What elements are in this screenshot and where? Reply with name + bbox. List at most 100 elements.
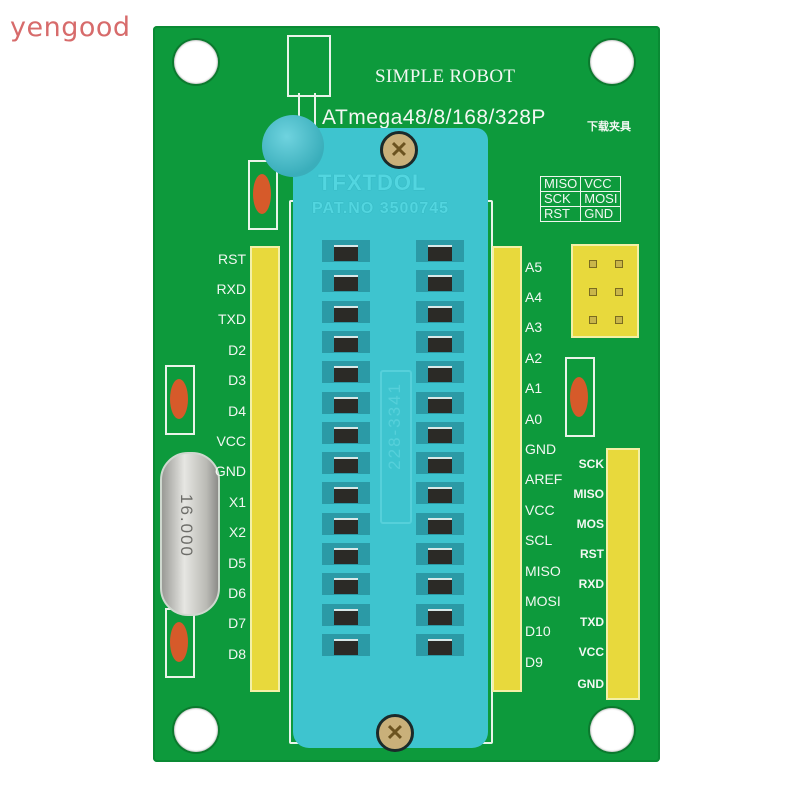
crystal-oscillator: 16.000 bbox=[160, 452, 220, 616]
pin-label: A3 bbox=[525, 319, 543, 335]
serial-pin-header[interactable] bbox=[606, 448, 640, 700]
board-subtitle: ATmega48/8/168/328P bbox=[322, 106, 546, 129]
pin-label: A1 bbox=[525, 380, 543, 396]
socket-contact bbox=[416, 421, 464, 444]
contact-spring bbox=[334, 487, 358, 504]
header-pin bbox=[615, 260, 623, 268]
contact-spring bbox=[334, 305, 358, 322]
socket-contact bbox=[416, 482, 464, 505]
pin-label: MISO bbox=[525, 563, 561, 579]
pin-label: D9 bbox=[525, 654, 543, 670]
contact-spring bbox=[334, 548, 358, 564]
contact-spring bbox=[428, 426, 452, 443]
zif-lever-knob[interactable] bbox=[262, 115, 324, 177]
socket-contact bbox=[322, 300, 370, 323]
silkscreen-line bbox=[314, 93, 316, 133]
socket-contact bbox=[322, 543, 370, 565]
contact-spring bbox=[428, 487, 452, 504]
socket-contact bbox=[416, 300, 464, 323]
socket-contact bbox=[322, 573, 370, 596]
socket-brand: TFXTDOL bbox=[318, 170, 427, 195]
contact-spring bbox=[428, 366, 452, 383]
contact-spring bbox=[428, 457, 452, 474]
pin-label: RST bbox=[580, 547, 604, 561]
pin-label: GND bbox=[577, 677, 604, 691]
pin-label: RXD bbox=[216, 281, 246, 297]
pin-label: MOSI bbox=[525, 593, 561, 609]
mounting-hole-top-right bbox=[590, 40, 634, 84]
header-pin bbox=[589, 288, 597, 296]
socket-contact bbox=[322, 240, 370, 262]
pin-label: VCC bbox=[525, 502, 555, 518]
socket-contact bbox=[416, 573, 464, 596]
contact-spring bbox=[334, 275, 358, 292]
socket-contact bbox=[322, 482, 370, 505]
pin-label: GND bbox=[214, 463, 246, 479]
socket-contact bbox=[416, 603, 464, 626]
contact-spring bbox=[428, 578, 452, 595]
socket-contact bbox=[322, 603, 370, 626]
pin-label: TXD bbox=[218, 311, 246, 327]
pin-label: D5 bbox=[228, 555, 246, 571]
mounting-hole-bottom-left bbox=[174, 708, 218, 752]
pin-label: X2 bbox=[228, 524, 246, 540]
silkscreen-lever-outline bbox=[287, 35, 331, 97]
contact-spring bbox=[334, 245, 358, 261]
contact-spring bbox=[428, 245, 452, 261]
pin-label: MOS bbox=[576, 517, 604, 531]
contact-spring bbox=[334, 578, 358, 595]
header-pin bbox=[615, 316, 623, 324]
pin-label: SCL bbox=[525, 532, 553, 548]
pin-label: D4 bbox=[228, 403, 246, 419]
contact-spring bbox=[428, 608, 452, 625]
socket-contact bbox=[416, 361, 464, 384]
capacitor-outline bbox=[565, 357, 595, 437]
board-subtitle-cn: 下载夹具 bbox=[587, 121, 631, 133]
pin-label: D2 bbox=[228, 342, 246, 358]
contact-spring bbox=[334, 638, 358, 655]
socket-contact bbox=[322, 633, 370, 656]
socket-contact bbox=[322, 421, 370, 444]
screw-icon: ✕ bbox=[376, 714, 414, 752]
pin-label: RXD bbox=[578, 577, 604, 591]
contact-spring bbox=[334, 517, 358, 534]
pin-label: RST bbox=[218, 251, 246, 267]
mounting-hole-bottom-right bbox=[590, 708, 634, 752]
socket-contact bbox=[322, 391, 370, 414]
pin-label: AREF bbox=[525, 471, 563, 487]
socket-contact bbox=[322, 270, 370, 293]
icsp-label: MOSI bbox=[580, 191, 622, 207]
contact-spring bbox=[334, 457, 358, 474]
pin-label: SCK bbox=[578, 457, 604, 471]
left-pin-header[interactable] bbox=[250, 246, 280, 692]
pin-label: D3 bbox=[228, 372, 246, 388]
pin-label: GND bbox=[525, 441, 557, 457]
contact-spring bbox=[428, 275, 452, 292]
contact-spring bbox=[428, 305, 452, 322]
socket-model: 228-3341 bbox=[385, 382, 404, 470]
socket-contact bbox=[416, 391, 464, 414]
icsp-label: GND bbox=[580, 206, 622, 222]
socket-contact bbox=[416, 512, 464, 535]
socket-contact bbox=[416, 452, 464, 475]
pin-label: D8 bbox=[228, 646, 246, 662]
icsp-label: MISO bbox=[539, 176, 582, 192]
board-title: SIMPLE ROBOT bbox=[375, 66, 516, 87]
silkscreen-line bbox=[298, 93, 300, 133]
header-pin bbox=[615, 288, 623, 296]
pin-label: MISO bbox=[573, 487, 604, 501]
pin-label: D10 bbox=[525, 623, 551, 639]
watermark: yengood bbox=[10, 12, 131, 43]
screw-icon: ✕ bbox=[380, 131, 418, 169]
socket-model-box: 228-3341 bbox=[380, 370, 412, 524]
right-pin-header[interactable] bbox=[492, 246, 522, 692]
contact-spring bbox=[334, 366, 358, 383]
icsp-label: RST bbox=[539, 206, 582, 222]
pin-label: TXD bbox=[580, 615, 604, 629]
header-pin bbox=[589, 260, 597, 268]
pin-label: D6 bbox=[228, 585, 246, 601]
header-pin bbox=[589, 316, 597, 324]
icsp-header[interactable] bbox=[571, 244, 639, 338]
socket-contact bbox=[322, 361, 370, 384]
capacitor-outline bbox=[165, 608, 195, 678]
